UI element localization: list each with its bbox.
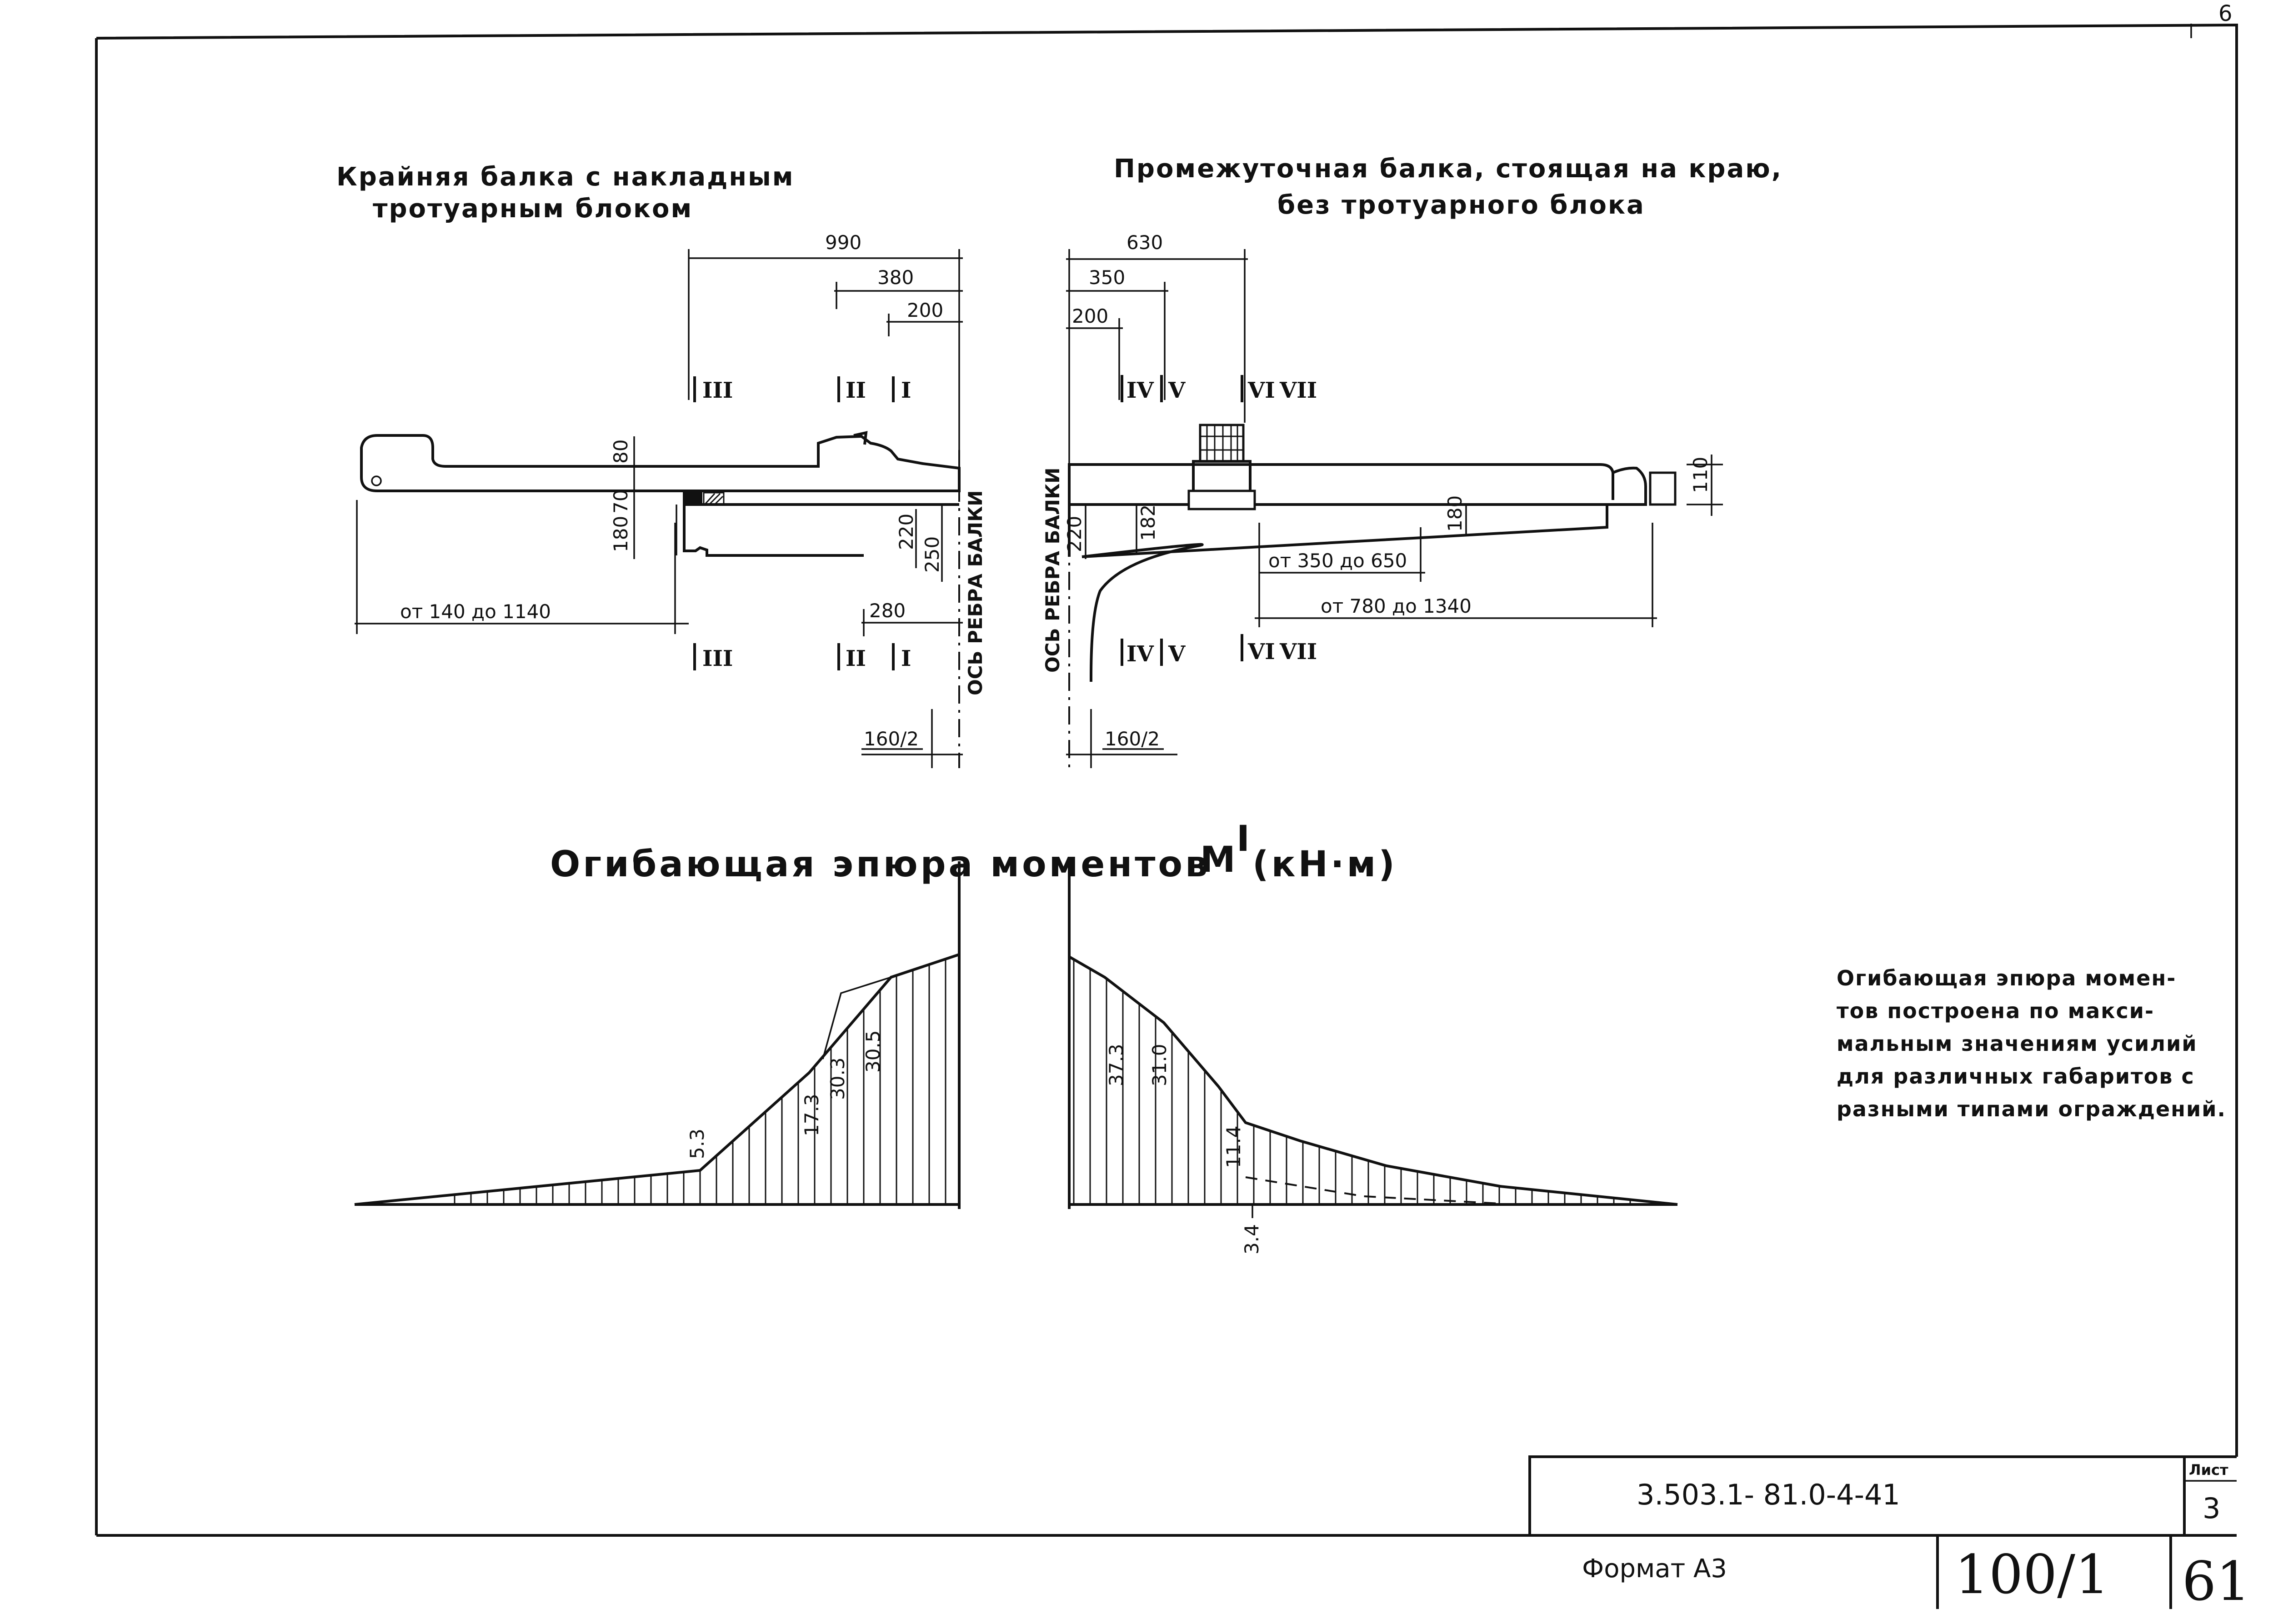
left-dim-range: от 140 до 1140 xyxy=(400,600,551,623)
album-ref: 100/1 xyxy=(1955,1543,2109,1606)
moment-title: Огибающая эпюра моментов xyxy=(550,844,1210,885)
left-title-line2: тротуарным блоком xyxy=(373,194,693,224)
right-plot-label-11-4: 11.4 xyxy=(1222,1125,1245,1168)
right-plot-label-37-3: 37.3 xyxy=(1105,1044,1127,1086)
left-dim-280: 280 xyxy=(869,600,906,622)
left-dim-990: 990 xyxy=(825,231,861,254)
left-section-title: Крайняя балка с накладным тротуарным бло… xyxy=(336,162,795,224)
left-dim-200: 200 xyxy=(907,299,943,321)
right-mark-bottom-VI: VI xyxy=(1247,639,1275,665)
left-mark-bottom-II: II xyxy=(846,646,866,671)
right-dim-182: 182 xyxy=(1137,505,1159,541)
left-dim-180: 180 xyxy=(610,516,632,552)
moment-diagram-title: Огибающая эпюра моментов M I (кН·м) xyxy=(550,819,1397,885)
left-section-marks: III II I III II I xyxy=(693,376,911,671)
left-mark-bottom-I: I xyxy=(901,646,911,671)
title-block: 3.503.1- 81.0-4-41 Лист 3 Формат А3 100/… xyxy=(1528,1455,2250,1613)
right-mark-top-VII: VII xyxy=(1279,378,1317,403)
left-mark-top-III: III xyxy=(702,378,733,403)
left-dim-70: 70 xyxy=(610,490,632,514)
note-line-2: тов построена по макси- xyxy=(1837,999,2154,1023)
right-plot-label-3-4: 3.4 xyxy=(1241,1224,1263,1254)
note-line-5: разными типами ограждений. xyxy=(1837,1097,2226,1121)
left-plot-label-30-5: 30.5 xyxy=(862,1030,884,1073)
page-number: 61 xyxy=(2182,1550,2250,1613)
left-beam-section: 990 380 200 80 70 180 220 250 280 от 140… xyxy=(355,231,986,768)
left-plot-hatching xyxy=(454,959,946,1204)
left-plot-label-5-3: 5.3 xyxy=(686,1129,708,1159)
moment-superscript: I xyxy=(1237,819,1252,859)
note-line-1: Огибающая эпюра момен- xyxy=(1837,966,2176,990)
moment-units: (кН·м) xyxy=(1252,844,1397,885)
corner-mark: 6 xyxy=(2218,1,2233,26)
right-mark-top-VI: VI xyxy=(1247,378,1275,403)
right-title-line2: без тротуарного блока xyxy=(1277,190,1645,220)
right-dim-range2: от 780 до 1340 xyxy=(1321,595,1472,617)
right-plot-label-31-0: 31.0 xyxy=(1148,1044,1171,1086)
moment-symbol: M xyxy=(1200,839,1238,880)
left-dim-250: 250 xyxy=(921,536,943,573)
right-mark-top-IV: IV xyxy=(1126,378,1154,403)
left-title-line1: Крайняя балка с накладным xyxy=(336,162,795,192)
right-mark-bottom-VII: VII xyxy=(1279,639,1317,665)
note-line-3: мальным значениям усилий xyxy=(1837,1031,2198,1056)
right-section-title: Промежуточная балка, стоящая на краю, бе… xyxy=(1114,154,1782,220)
right-dim-220: 220 xyxy=(1063,516,1086,552)
left-moment-plot: 5.3 17.3 30.3 30.5 xyxy=(354,861,961,1209)
note-line-4: для различных габаритов с xyxy=(1837,1064,2195,1089)
format-label: Формат А3 xyxy=(1582,1554,1727,1584)
left-mark-bottom-III: III xyxy=(702,646,733,671)
left-dim-220: 220 xyxy=(895,514,917,550)
right-mark-bottom-V: V xyxy=(1168,641,1186,667)
left-plot-label-30-3: 30.3 xyxy=(826,1057,849,1100)
left-mark-top-I: I xyxy=(901,378,911,403)
right-dim-350: 350 xyxy=(1089,266,1125,289)
right-mark-bottom-IV: IV xyxy=(1126,641,1154,667)
left-dim-160: 160/2 xyxy=(864,728,919,750)
left-dim-380: 380 xyxy=(877,266,914,289)
right-dim-110: 110 xyxy=(1689,457,1712,493)
sheet-label: Лист xyxy=(2189,1461,2228,1479)
right-beam-section: 630 350 200 110 220 182 180 от 350 до 65… xyxy=(1041,231,1723,768)
general-note: Огибающая эпюра момен- тов построена по … xyxy=(1837,966,2226,1121)
left-mark-top-II: II xyxy=(846,378,866,403)
right-plot-hatching xyxy=(1073,959,1631,1204)
left-plot-label-17-3: 17.3 xyxy=(801,1094,823,1136)
right-dim-range1: от 350 до 650 xyxy=(1268,550,1407,572)
document-code: 3.503.1- 81.0-4-41 xyxy=(1637,1478,1900,1511)
right-axis-label: ОСЬ РЕБРА БАЛКИ xyxy=(1041,468,1064,673)
right-mark-top-V: V xyxy=(1168,378,1186,403)
right-moment-plot: 37.3 31.0 11.4 3.4 xyxy=(1068,861,1678,1254)
right-dim-630: 630 xyxy=(1126,231,1163,254)
left-dim-80: 80 xyxy=(610,440,632,464)
right-dim-160: 160/2 xyxy=(1105,728,1160,750)
right-section-marks: IV V VI VII IV V VI VII xyxy=(1121,375,1317,667)
left-axis-label: ОСЬ РЕБРА БАЛКИ xyxy=(964,490,986,695)
right-dim-180: 180 xyxy=(1444,495,1466,532)
right-dim-200: 200 xyxy=(1072,305,1108,327)
sheet-frame: 6 xyxy=(95,1,2238,1537)
sheet-number: 3 xyxy=(2203,1492,2220,1525)
right-title-line1: Промежуточная балка, стоящая на краю, xyxy=(1114,154,1782,184)
